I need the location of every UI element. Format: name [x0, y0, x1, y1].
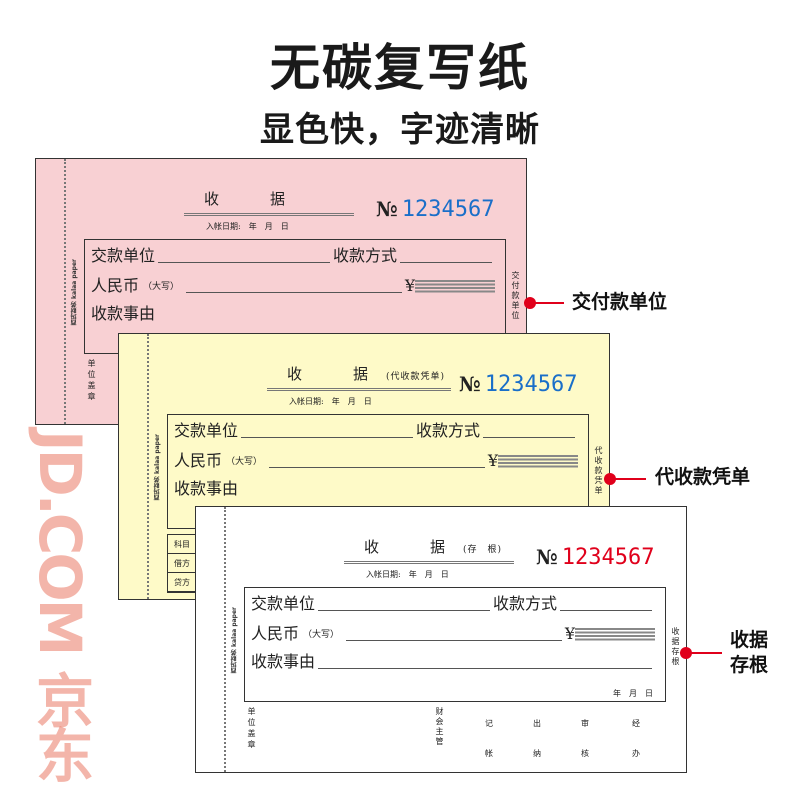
yen-sign: ¥: [564, 624, 575, 643]
reason-label: 收款事由: [174, 479, 239, 498]
callout-pink: 交付款单位: [572, 291, 668, 313]
callout-line: [686, 652, 722, 654]
daxie-label: （大写）: [226, 457, 263, 467]
receipt-title: 收 据(存 根): [344, 537, 514, 564]
brand-mark: 西玛财务 kalaa paper: [231, 607, 238, 674]
perforation-line: [224, 507, 226, 772]
stamp-label: 单位盖章: [87, 359, 96, 403]
brand-mark: 西玛财务 kalaa paper: [71, 259, 78, 326]
amount-bars: [575, 628, 655, 642]
method-label: 收款方式: [416, 421, 481, 440]
account-table: 科目 借方 贷方: [167, 534, 197, 593]
signer-bookkeeping: 记帐: [485, 719, 493, 758]
signer-accounting: 财会主管: [435, 707, 444, 747]
rmb-label: 人民币: [91, 276, 140, 295]
method-label: 收款方式: [333, 246, 398, 265]
form-box: 交款单位 收款方式 人民币（大写） ¥ 收款事由 年 月 日: [244, 587, 666, 702]
signer-cashier: 出纳: [533, 719, 541, 758]
signer-handler: 经办: [632, 719, 640, 758]
payer-label: 交款单位: [174, 421, 239, 440]
reason-label: 收款事由: [251, 652, 316, 671]
account-debit: 借方: [168, 554, 196, 573]
yen-sign: ¥: [404, 276, 415, 295]
box-date: 年 月 日: [613, 689, 653, 698]
callout-line: [530, 302, 564, 304]
reason-label: 收款事由: [91, 304, 156, 323]
side-label: 代收款凭单: [594, 446, 603, 496]
method-label: 收款方式: [493, 594, 558, 613]
daxie-label: （大写）: [143, 282, 180, 292]
subheadline: 显色快，字迹清晰: [260, 110, 540, 150]
callout-yellow: 代收款凭单: [655, 466, 751, 488]
watermark: JD.COM 京东: [26, 430, 94, 781]
daxie-label: （大写）: [303, 630, 340, 640]
stamp-label: 单位盖章: [247, 707, 256, 751]
receipt-title: 收 据: [184, 189, 354, 216]
yen-sign: ¥: [487, 451, 498, 470]
headline: 无碳复写纸: [270, 39, 530, 97]
side-label: 交付款单位: [511, 271, 520, 321]
payer-label: 交款单位: [251, 594, 316, 613]
perforation-line: [147, 334, 149, 599]
entry-date: 入帐日期: 年 月 日: [366, 570, 449, 579]
perforation-line: [64, 159, 66, 424]
rmb-label: 人民币: [251, 624, 300, 643]
entry-date: 入帐日期: 年 月 日: [206, 222, 289, 231]
brand-mark: 西玛财务 kalaa paper: [154, 434, 161, 501]
account-subject: 科目: [168, 535, 196, 554]
amount-bars: [415, 280, 495, 294]
callout-white: 收据存根: [730, 629, 769, 676]
rmb-label: 人民币: [174, 451, 223, 470]
entry-date: 入帐日期: 年 月 日: [289, 397, 372, 406]
amount-bars: [498, 455, 578, 469]
side-label: 收据存根: [671, 627, 680, 667]
signer-review: 审核: [581, 719, 589, 758]
payer-label: 交款单位: [91, 246, 156, 265]
callout-line: [610, 478, 646, 480]
receipt-title: 收 据(代收款凭单): [267, 364, 452, 391]
account-credit: 贷方: [168, 573, 196, 592]
